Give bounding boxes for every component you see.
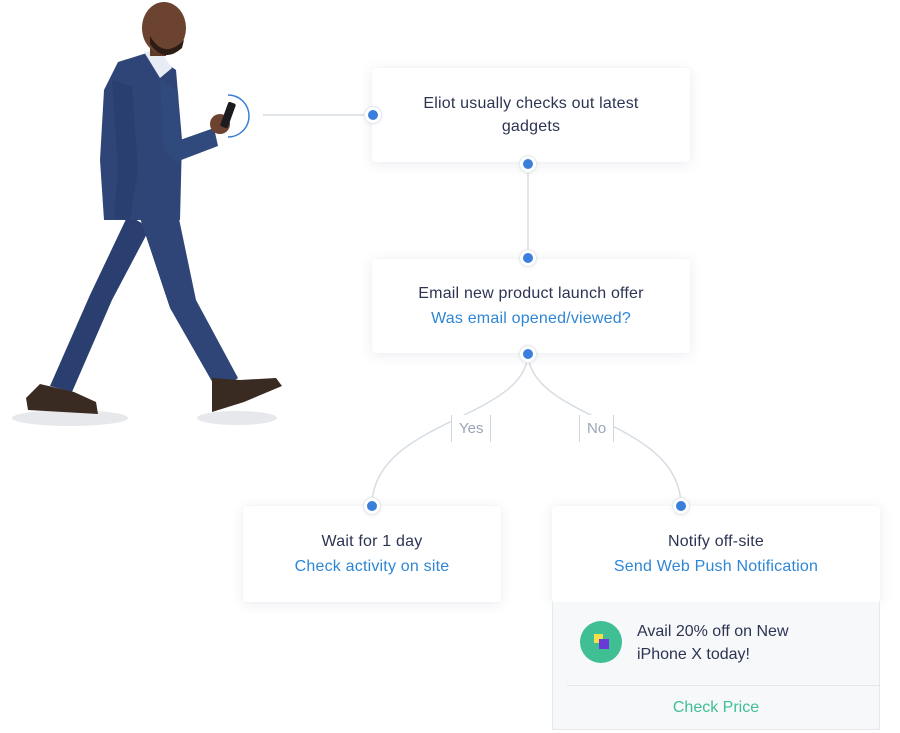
node-start-text-line2: gadgets [501, 118, 561, 135]
branch-label-yes: Yes [451, 415, 492, 442]
notification-message-line1: Avail 20% off on New [637, 623, 789, 640]
dot-start-out [523, 159, 533, 169]
node-start: Eliot usually checks out latest gadgets [372, 68, 690, 162]
node-notify-action: Send Web Push Notification [613, 558, 819, 575]
shadow-right [197, 411, 277, 425]
shirt-collar [144, 50, 172, 78]
web-push-notification: Avail 20% off on New iPhone X today! Che… [552, 602, 880, 730]
notification-divider [567, 685, 879, 686]
node-wait: Wait for 1 day Check activity on site [243, 506, 501, 602]
app-logo-icon-glyph [594, 634, 609, 649]
leg-back [50, 215, 150, 392]
dot-email-in [523, 253, 533, 263]
check-price-button[interactable]: Check Price [672, 699, 760, 716]
leg-front [140, 214, 238, 392]
branch-label-no: No [579, 415, 615, 442]
node-email-title: Email new product launch offer [418, 285, 644, 302]
notification-message: Avail 20% off on New iPhone X today! [637, 620, 837, 666]
node-email-question: Was email opened/viewed? [431, 310, 631, 327]
node-notify-title: Notify off-site [667, 533, 765, 550]
shoe-right [212, 378, 282, 412]
dot-email-out [523, 349, 533, 359]
node-email: Email new product launch offer Was email… [372, 259, 690, 353]
dot-wait-in [367, 501, 377, 511]
arm-back [112, 80, 138, 220]
phone-highlight-ring [227, 94, 250, 138]
app-logo-icon [580, 621, 622, 663]
node-wait-title: Wait for 1 day [321, 533, 423, 550]
shoe-left [26, 384, 98, 414]
node-notify: Notify off-site Send Web Push Notificati… [552, 506, 880, 602]
notification-message-line2: iPhone X today! [637, 646, 750, 663]
connector-email-to-wait [371, 353, 529, 507]
walking-man-illustration [12, 2, 282, 426]
phone [220, 101, 236, 129]
dot-notify-in [676, 501, 686, 511]
node-wait-action: Check activity on site [294, 558, 450, 575]
dot-start-in [368, 110, 378, 120]
beard [150, 36, 184, 56]
node-start-text-line1: Eliot usually checks out latest [423, 95, 639, 112]
shadow-left [12, 410, 128, 426]
arm-front [160, 78, 218, 162]
